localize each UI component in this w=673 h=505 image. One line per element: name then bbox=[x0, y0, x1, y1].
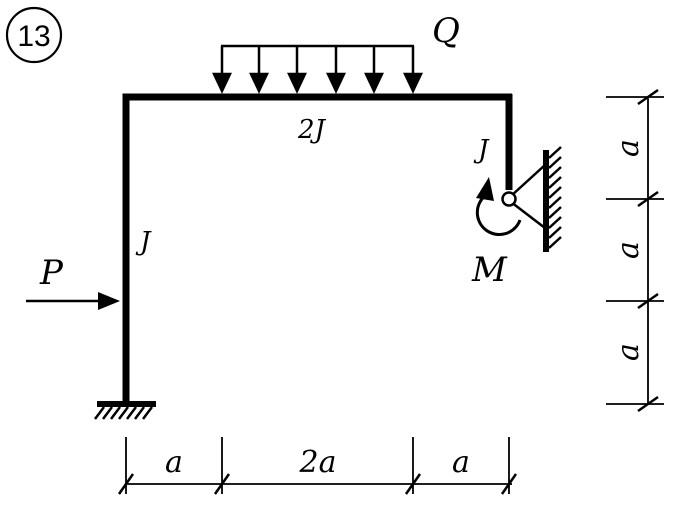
dim-v-3: a bbox=[611, 343, 646, 361]
frame bbox=[122, 93, 513, 403]
beam-stiffness-label: 2J bbox=[297, 115, 327, 145]
load-q-label: Q bbox=[432, 11, 460, 51]
vertical-dimensions: a a a bbox=[606, 88, 664, 413]
pin-hinge bbox=[501, 191, 517, 207]
dim-v-1: a bbox=[611, 139, 646, 157]
point-load: P bbox=[26, 253, 120, 310]
moment-m-label: M bbox=[471, 250, 508, 290]
horizontal-dimensions: a 2a a bbox=[117, 437, 518, 495]
distributed-load: Q bbox=[212, 11, 460, 94]
problem-number-badge: 13 bbox=[5, 6, 63, 64]
load-p-label: P bbox=[39, 253, 64, 293]
moment-load: M bbox=[471, 177, 522, 290]
dim-h-3: a bbox=[452, 445, 470, 480]
right-column-stiffness-label: J bbox=[473, 135, 490, 165]
left-column-stiffness-label: J bbox=[135, 227, 152, 257]
fixed-support bbox=[94, 401, 156, 420]
pin-support bbox=[501, 146, 562, 252]
dim-v-2: a bbox=[611, 241, 646, 259]
problem-number: 13 bbox=[17, 20, 50, 53]
dim-h-1: a bbox=[165, 445, 183, 480]
dim-h-2: 2a bbox=[299, 445, 337, 480]
